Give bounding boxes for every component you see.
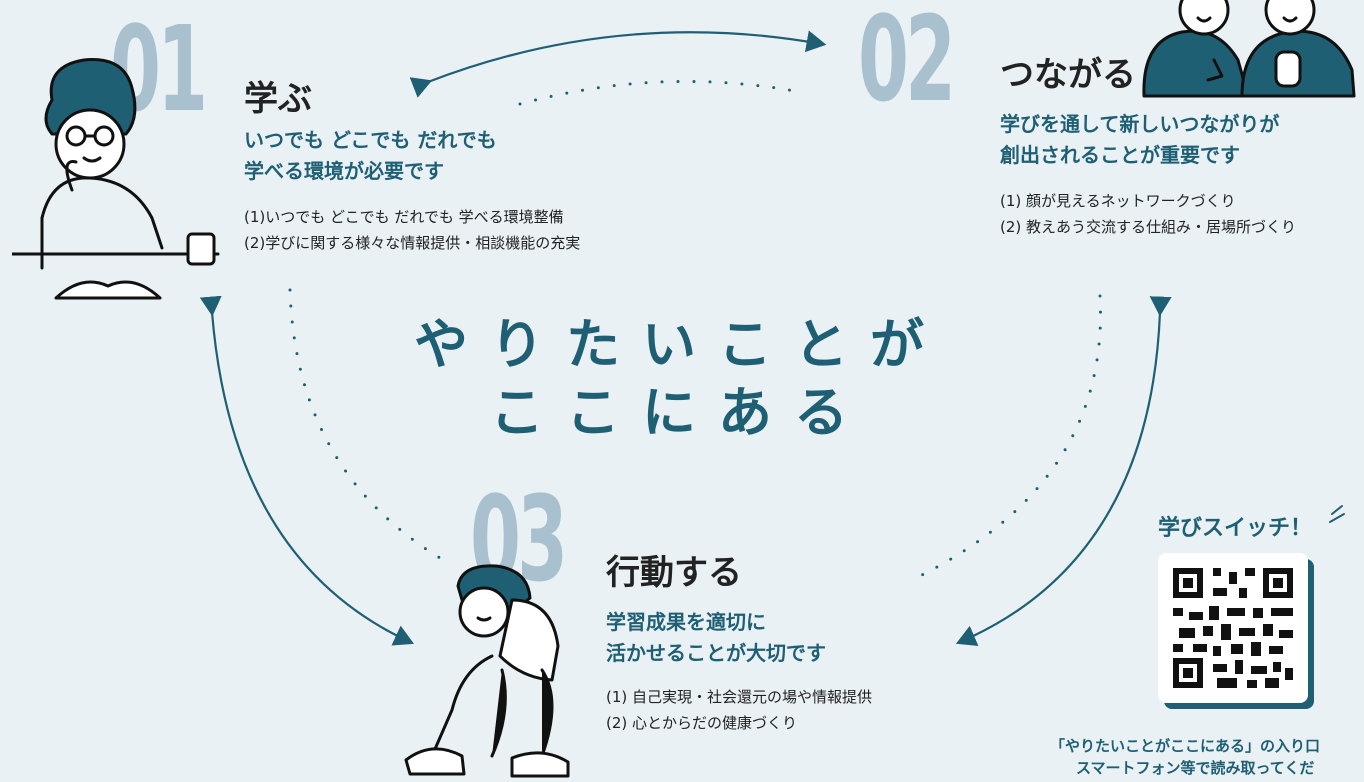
step-title-01: 学ぶ [244,79,312,119]
list-item: (1)いつでも どこでも だれでも 学べる環境整備 [244,208,564,226]
qr-code[interactable] [1158,553,1308,703]
list-item: (2)学びに関する様々な情報提供・相談機能の充実 [244,234,581,252]
step-items-01: (1)いつでも どこでも だれでも 学べる環境整備 (2)学びに関する様々な情報… [244,204,580,256]
step-items-03: (1) 自己実現・社会還元の場や情報提供 (2) 心とからだの健康づくり [606,684,872,736]
qr-code-icon [1173,568,1293,688]
dotted-ring-right [918,294,1102,578]
step-number-02: 02 [858,0,956,128]
arrow-learn-connect [409,30,827,98]
two-people-chatting-icon [1142,0,1356,98]
step-subtitle-01: いつでも どこでも だれでも 学べる環境が必要です [244,128,497,183]
qr-caption-line1: 「やりたいことがここにある」の入り口 [1050,737,1321,755]
dotted-ring-top [518,79,802,106]
step-items-02: (1) 顔が見えるネットワークづくり (2) 教えあう交流する仕組み・居場所づく… [1000,188,1296,240]
center-slogan-line1: やりたいことが [414,313,946,376]
person-thinking-icon [12,58,220,300]
step-title-02: つながる [1000,55,1136,95]
arrow-connect-act [955,296,1172,646]
person-tying-shoe-icon [404,564,570,778]
list-item: (1) 自己実現・社会還元の場や情報提供 [606,688,873,706]
qr-title: 学びスイッチ！ [1158,516,1313,541]
list-item: (1) 顔が見えるネットワークづくり [1000,192,1236,210]
center-slogan-line2: ここにある [490,381,870,444]
step-subtitle-03: 学習成果を適切に 活かせることが大切です [606,610,826,665]
step-title-03: 行動する [606,553,742,593]
qr-caption-line2: スマートフォン等で読み取ってくだ [1076,759,1315,777]
arrow-learn-act [199,295,414,646]
list-item: (2) 教えあう交流する仕組み・居場所づくり [1000,218,1297,236]
step-subtitle-02: 学びを通して新しいつながりが 創出されることが重要です [1000,112,1280,167]
list-item: (2) 心とからだの健康づくり [606,714,798,732]
sparkle-icon [1329,505,1345,523]
